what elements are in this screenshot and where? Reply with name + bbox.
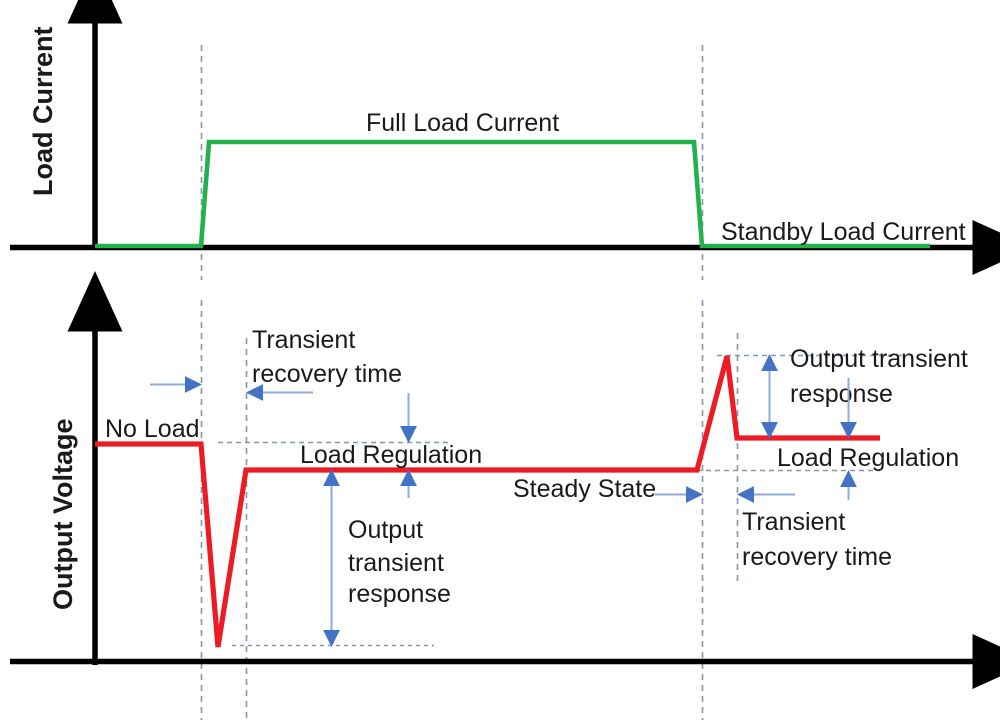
load-current-trace bbox=[95, 139, 930, 249]
label-full-load-current: Full Load Current bbox=[366, 109, 559, 137]
label-steady-state: Steady State bbox=[513, 475, 656, 503]
label-load-regulation-left: Load Regulation bbox=[300, 441, 482, 469]
label-output-transient-left-line3: response bbox=[348, 580, 451, 608]
label-transient-recovery-right-line1: Transient bbox=[742, 508, 845, 536]
label-transient-recovery-right-line2: recovery time bbox=[742, 543, 892, 571]
label-output-transient-right-line1: Output transient bbox=[790, 345, 968, 373]
output-voltage-trace bbox=[95, 355, 880, 648]
label-no-load: No Load bbox=[105, 415, 200, 443]
label-transient-recovery-left-line1: Transient bbox=[252, 326, 355, 354]
top-y-axis-label: Load Current bbox=[28, 26, 58, 196]
label-output-transient-left-line1: Output bbox=[348, 516, 423, 544]
label-transient-recovery-left-line2: recovery time bbox=[252, 360, 402, 388]
bottom-y-axis-label: Output Voltage bbox=[48, 419, 78, 610]
label-output-transient-right-line2: response bbox=[790, 380, 893, 408]
label-output-transient-left-line2: transient bbox=[348, 549, 444, 577]
label-load-regulation-right: Load Regulation bbox=[777, 444, 959, 472]
label-standby-load-current: Standby Load Current bbox=[721, 218, 966, 246]
